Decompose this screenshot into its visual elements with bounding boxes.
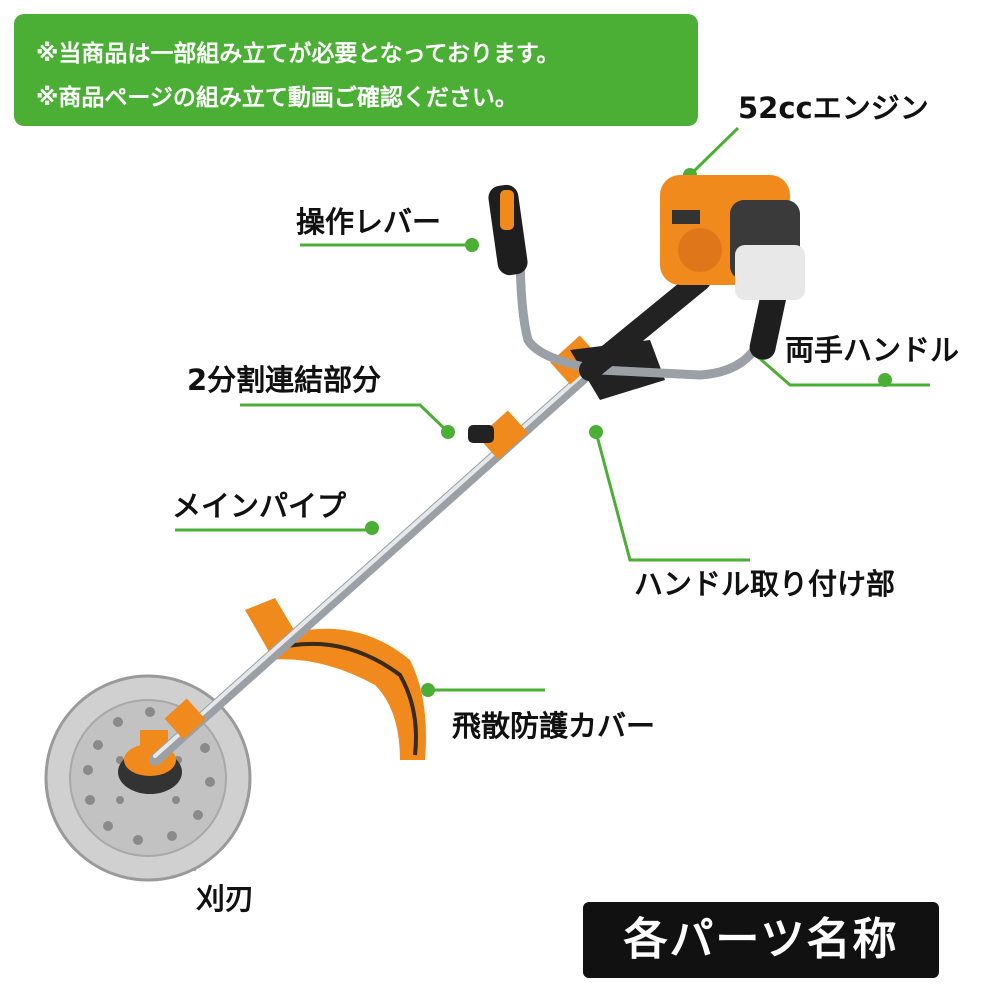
notice-line-1: ※当商品は一部組み立てが必要となっております。	[36, 41, 560, 67]
main-pipe	[149, 364, 598, 766]
parts-title-badge: 各パーツ名称	[583, 902, 939, 978]
drive-shaft	[579, 269, 711, 381]
handlebar	[515, 240, 775, 380]
debris-guard	[245, 598, 426, 760]
throttle-lever	[500, 190, 514, 230]
label-mount: ハンドル取り付け部	[634, 567, 896, 601]
joint-knob	[468, 425, 494, 443]
label-handle: 両手ハンドル	[785, 333, 960, 367]
label-pipe: メインパイプ	[172, 489, 347, 523]
pipe-collars	[164, 335, 600, 740]
engine	[660, 175, 805, 300]
label-lever: 操作レバー	[296, 205, 442, 239]
label-joint: 2分割連結部分	[187, 363, 382, 397]
label-engine: 52ccエンジン	[738, 91, 929, 125]
label-blade: 刈刃	[196, 882, 255, 916]
assembly-notice: ※当商品は一部組み立てが必要となっております。 ※商品ページの組み立て動画ご確認…	[14, 14, 698, 126]
label-guard: 飛散防護カバー	[452, 709, 656, 743]
notice-line-2: ※商品ページの組み立て動画ご確認ください。	[36, 85, 518, 111]
